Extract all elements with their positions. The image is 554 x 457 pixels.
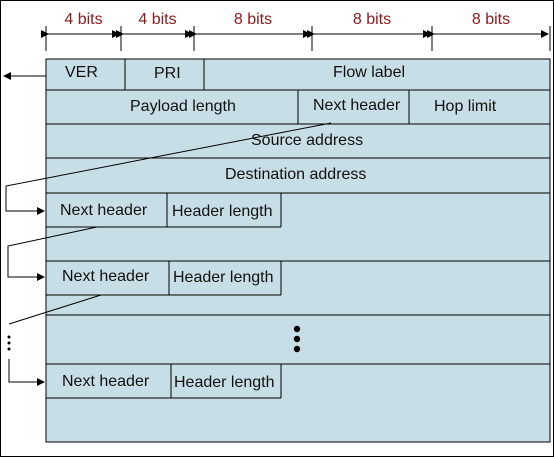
field-destination-address: Destination address — [225, 166, 367, 183]
bit-label-flow-3: 8 bits — [471, 11, 511, 28]
bit-dimension-lines — [41, 26, 551, 51]
ext2-header-length: Header length — [173, 269, 274, 286]
ext3-header-length: Header length — [174, 374, 275, 391]
ext2-next-header: Next header — [62, 268, 150, 285]
field-ver: VER — [65, 64, 98, 81]
field-source-address: Source address — [251, 132, 364, 149]
bit-label-flow-2: 8 bits — [352, 11, 392, 28]
field-pri: PRI — [154, 65, 181, 82]
field-flow-label: Flow label — [333, 64, 406, 81]
bit-label-ver: 4 bits — [64, 11, 103, 28]
field-next-header: Next header — [313, 97, 401, 114]
chain-pointers — [5, 122, 332, 386]
ext3-next-header: Next header — [62, 373, 150, 390]
row-dividers — [46, 89, 550, 399]
field-hop-limit: Hop limit — [434, 98, 497, 115]
bit-label-pri: 4 bits — [138, 11, 177, 28]
ellipsis-dots — [293, 325, 301, 353]
ext1-next-header: Next header — [60, 202, 148, 219]
field-payload-length: Payload length — [130, 98, 236, 115]
bit-label-flow-1: 8 bits — [233, 11, 273, 28]
left-continuation-dots — [7, 335, 11, 351]
ext1-header-length: Header length — [172, 203, 273, 220]
cell-dividers — [124, 59, 410, 398]
